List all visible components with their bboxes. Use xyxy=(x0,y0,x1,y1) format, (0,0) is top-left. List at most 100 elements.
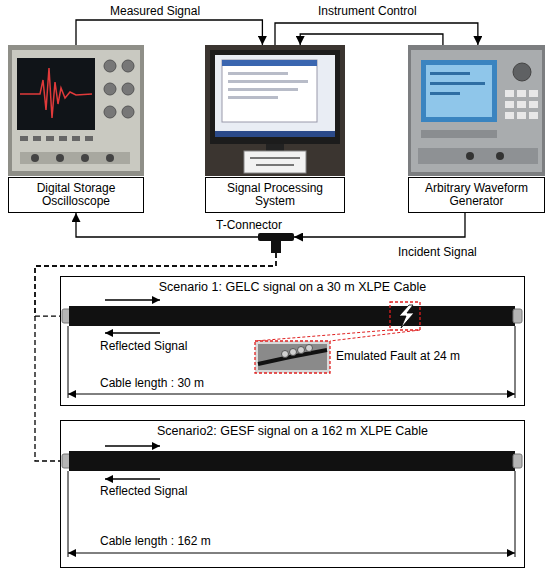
scope-knob xyxy=(122,83,134,95)
scope-knob xyxy=(122,106,134,118)
keypad-key xyxy=(529,112,538,119)
window-content xyxy=(228,96,278,99)
monitor-bezel xyxy=(210,50,340,144)
scope-button xyxy=(59,136,67,141)
generator-photo xyxy=(408,45,545,176)
generator-output xyxy=(466,152,474,160)
keypad-key xyxy=(529,90,538,97)
t-connector-stem xyxy=(271,239,281,253)
monitor-screen xyxy=(215,55,335,137)
window-title-bar xyxy=(222,60,317,66)
node-text: Scenario2: GESF signal on a 162 m XLPE C… xyxy=(61,424,524,439)
connector-caption: T-Connector xyxy=(216,218,282,232)
scope-button xyxy=(72,136,80,141)
scope-button xyxy=(33,136,41,141)
window-content xyxy=(228,72,288,75)
scope-knob xyxy=(104,106,116,118)
dimension-tick xyxy=(515,471,516,557)
keypad-key xyxy=(517,101,526,108)
dimension-tick xyxy=(68,326,69,398)
cable-termination xyxy=(513,454,522,468)
name-card-print xyxy=(256,164,294,166)
annotation-label: Cable length : 162 m xyxy=(100,534,211,548)
node-text: T-Connector xyxy=(216,218,282,232)
annotation-label: Reflected Signal xyxy=(100,339,187,353)
fault-inset-photo xyxy=(255,341,330,373)
scenario-heading: Scenario2: GESF signal on a 162 m XLPE C… xyxy=(61,424,524,439)
scope-input xyxy=(81,154,89,162)
fault-clamp xyxy=(298,347,305,354)
program-window xyxy=(222,60,317,122)
signal-connector xyxy=(275,23,478,45)
fault-clamp xyxy=(306,345,313,352)
scope-input-panel xyxy=(20,152,130,164)
generator-knob xyxy=(513,63,531,81)
fault-highlight xyxy=(390,302,420,330)
fault-clamp xyxy=(290,349,297,356)
dimension-tick xyxy=(68,471,69,557)
display-content xyxy=(430,72,470,75)
reflected-arrow xyxy=(105,478,160,480)
keypad-key xyxy=(505,101,514,108)
instrument-box: Signal Processing System xyxy=(205,45,345,213)
node-text: Arbitrary Waveform Generator xyxy=(412,182,541,208)
keypad-key xyxy=(505,112,514,119)
dimension-line xyxy=(68,553,515,554)
node-text: Signal Processing System xyxy=(209,182,341,208)
generator-output xyxy=(496,152,504,160)
waveform-trace xyxy=(20,68,92,118)
dimension-line xyxy=(68,394,515,395)
generator-display xyxy=(426,65,492,117)
scope-knob xyxy=(122,60,134,72)
computer-photo xyxy=(205,45,345,176)
t-connector: T-Connector xyxy=(258,233,294,253)
instrument-box: Arbitrary Waveform Generator xyxy=(408,45,545,213)
keypad-key xyxy=(505,90,514,97)
scope-button xyxy=(20,136,28,141)
connector-label: Incident Signal xyxy=(398,245,477,259)
xlpe-cable xyxy=(69,306,515,326)
signal-connector xyxy=(294,213,465,237)
softkey-row xyxy=(421,130,497,138)
keypad-key xyxy=(517,112,526,119)
fault-clamp xyxy=(282,351,289,358)
oscilloscope-body xyxy=(12,50,140,171)
reflected-arrow xyxy=(105,332,160,334)
taskbar xyxy=(215,131,335,137)
label-box: Digital Storage Oscilloscope xyxy=(8,177,144,213)
scope-button xyxy=(85,136,93,141)
connector-group xyxy=(35,20,478,461)
scope-input xyxy=(31,154,39,162)
label-box: Signal Processing System xyxy=(205,177,345,213)
incident-arrow xyxy=(105,445,160,447)
scope-button xyxy=(46,136,54,141)
label-box: Arbitrary Waveform Generator xyxy=(408,177,545,213)
generator-front-panel xyxy=(418,148,538,164)
connector-label: Measured Signal xyxy=(110,4,200,18)
annotation-label: Reflected Signal xyxy=(100,484,187,498)
display-content xyxy=(430,82,485,85)
name-card xyxy=(244,151,306,173)
generator-screen xyxy=(421,60,497,122)
display-content xyxy=(430,92,460,95)
dimension-tick xyxy=(515,326,516,398)
signal-connector xyxy=(300,34,443,45)
generator-body xyxy=(411,50,542,172)
scenario-heading: Scenario 1: GELC signal on a 30 m XLPE C… xyxy=(61,280,524,295)
connector-label: Instrument Control xyxy=(318,4,417,18)
instrument-box: Digital Storage Oscilloscope xyxy=(8,45,144,213)
scope-input xyxy=(106,154,114,162)
fault-lightning-symbol xyxy=(399,305,414,328)
xlpe-cable xyxy=(69,451,515,471)
signal-connector xyxy=(76,20,262,45)
node-text: Digital Storage Oscilloscope xyxy=(12,182,140,208)
keypad-key xyxy=(529,101,538,108)
annotation-label: Emulated Fault at 24 m xyxy=(336,349,460,363)
scope-knob xyxy=(104,60,116,72)
node-text: Scenario 1: GELC signal on a 30 m XLPE C… xyxy=(61,280,524,295)
window-content xyxy=(228,80,308,83)
inset-background xyxy=(258,344,327,370)
name-card-print xyxy=(250,157,300,159)
window-content xyxy=(228,88,298,91)
